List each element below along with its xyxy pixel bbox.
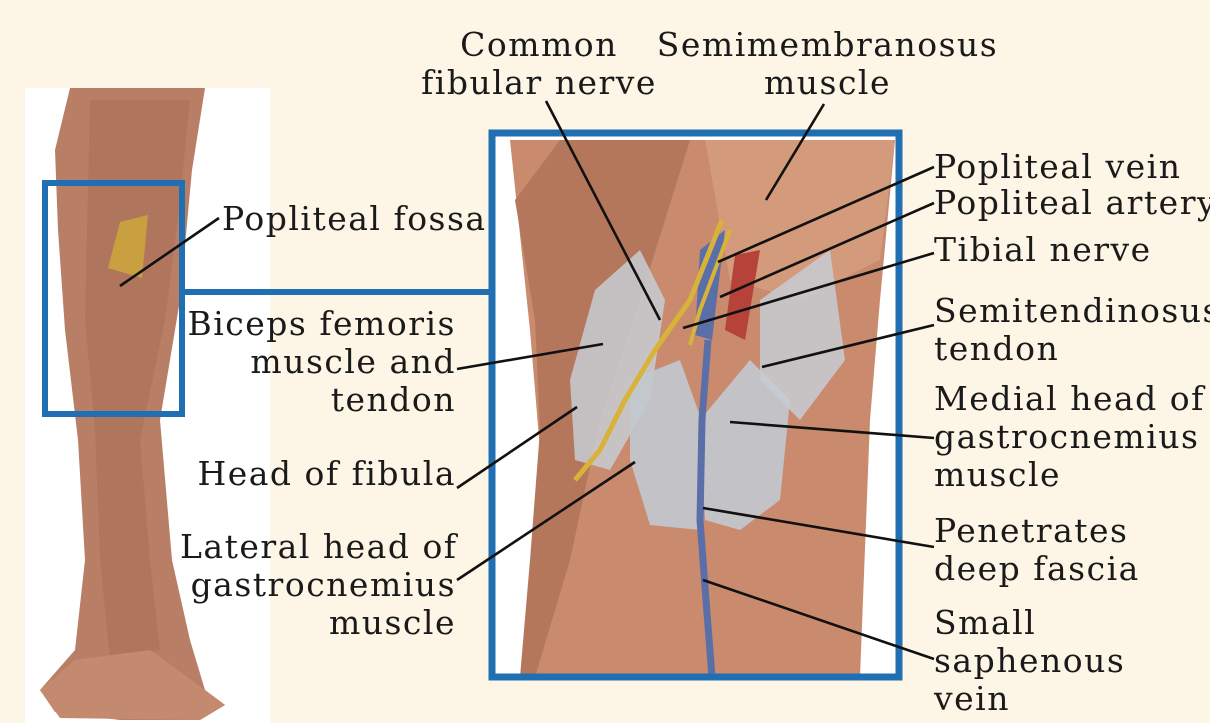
label-penetrates-deep-fascia: Penetrates deep fascia — [934, 512, 1140, 588]
label-semimembranosus-muscle: Semimembranosus muscle — [655, 26, 1000, 102]
label-small-saphenous-vein: Small saphenous vein — [934, 604, 1125, 718]
label-popliteal-vein: Popliteal vein — [934, 148, 1181, 186]
knee-detail-illustration — [492, 133, 899, 677]
label-head-of-fibula: Head of fibula — [180, 455, 456, 493]
label-tibial-nerve: Tibial nerve — [934, 231, 1152, 269]
label-common-fibular-nerve: Common fibular nerve — [415, 26, 663, 102]
label-biceps-femoris: Biceps femoris muscle and tendon — [180, 305, 456, 419]
label-lateral-head-gastrocnemius: Lateral head of gastrocnemius muscle — [180, 528, 456, 642]
label-semitendinosus-tendon: Semitendinosus tendon — [934, 292, 1210, 368]
label-popliteal-fossa: Popliteal fossa — [222, 200, 487, 238]
label-popliteal-artery: Popliteal artery — [934, 184, 1210, 222]
label-medial-head-gastrocnemius: Medial head of gastrocnemius muscle — [934, 380, 1205, 494]
